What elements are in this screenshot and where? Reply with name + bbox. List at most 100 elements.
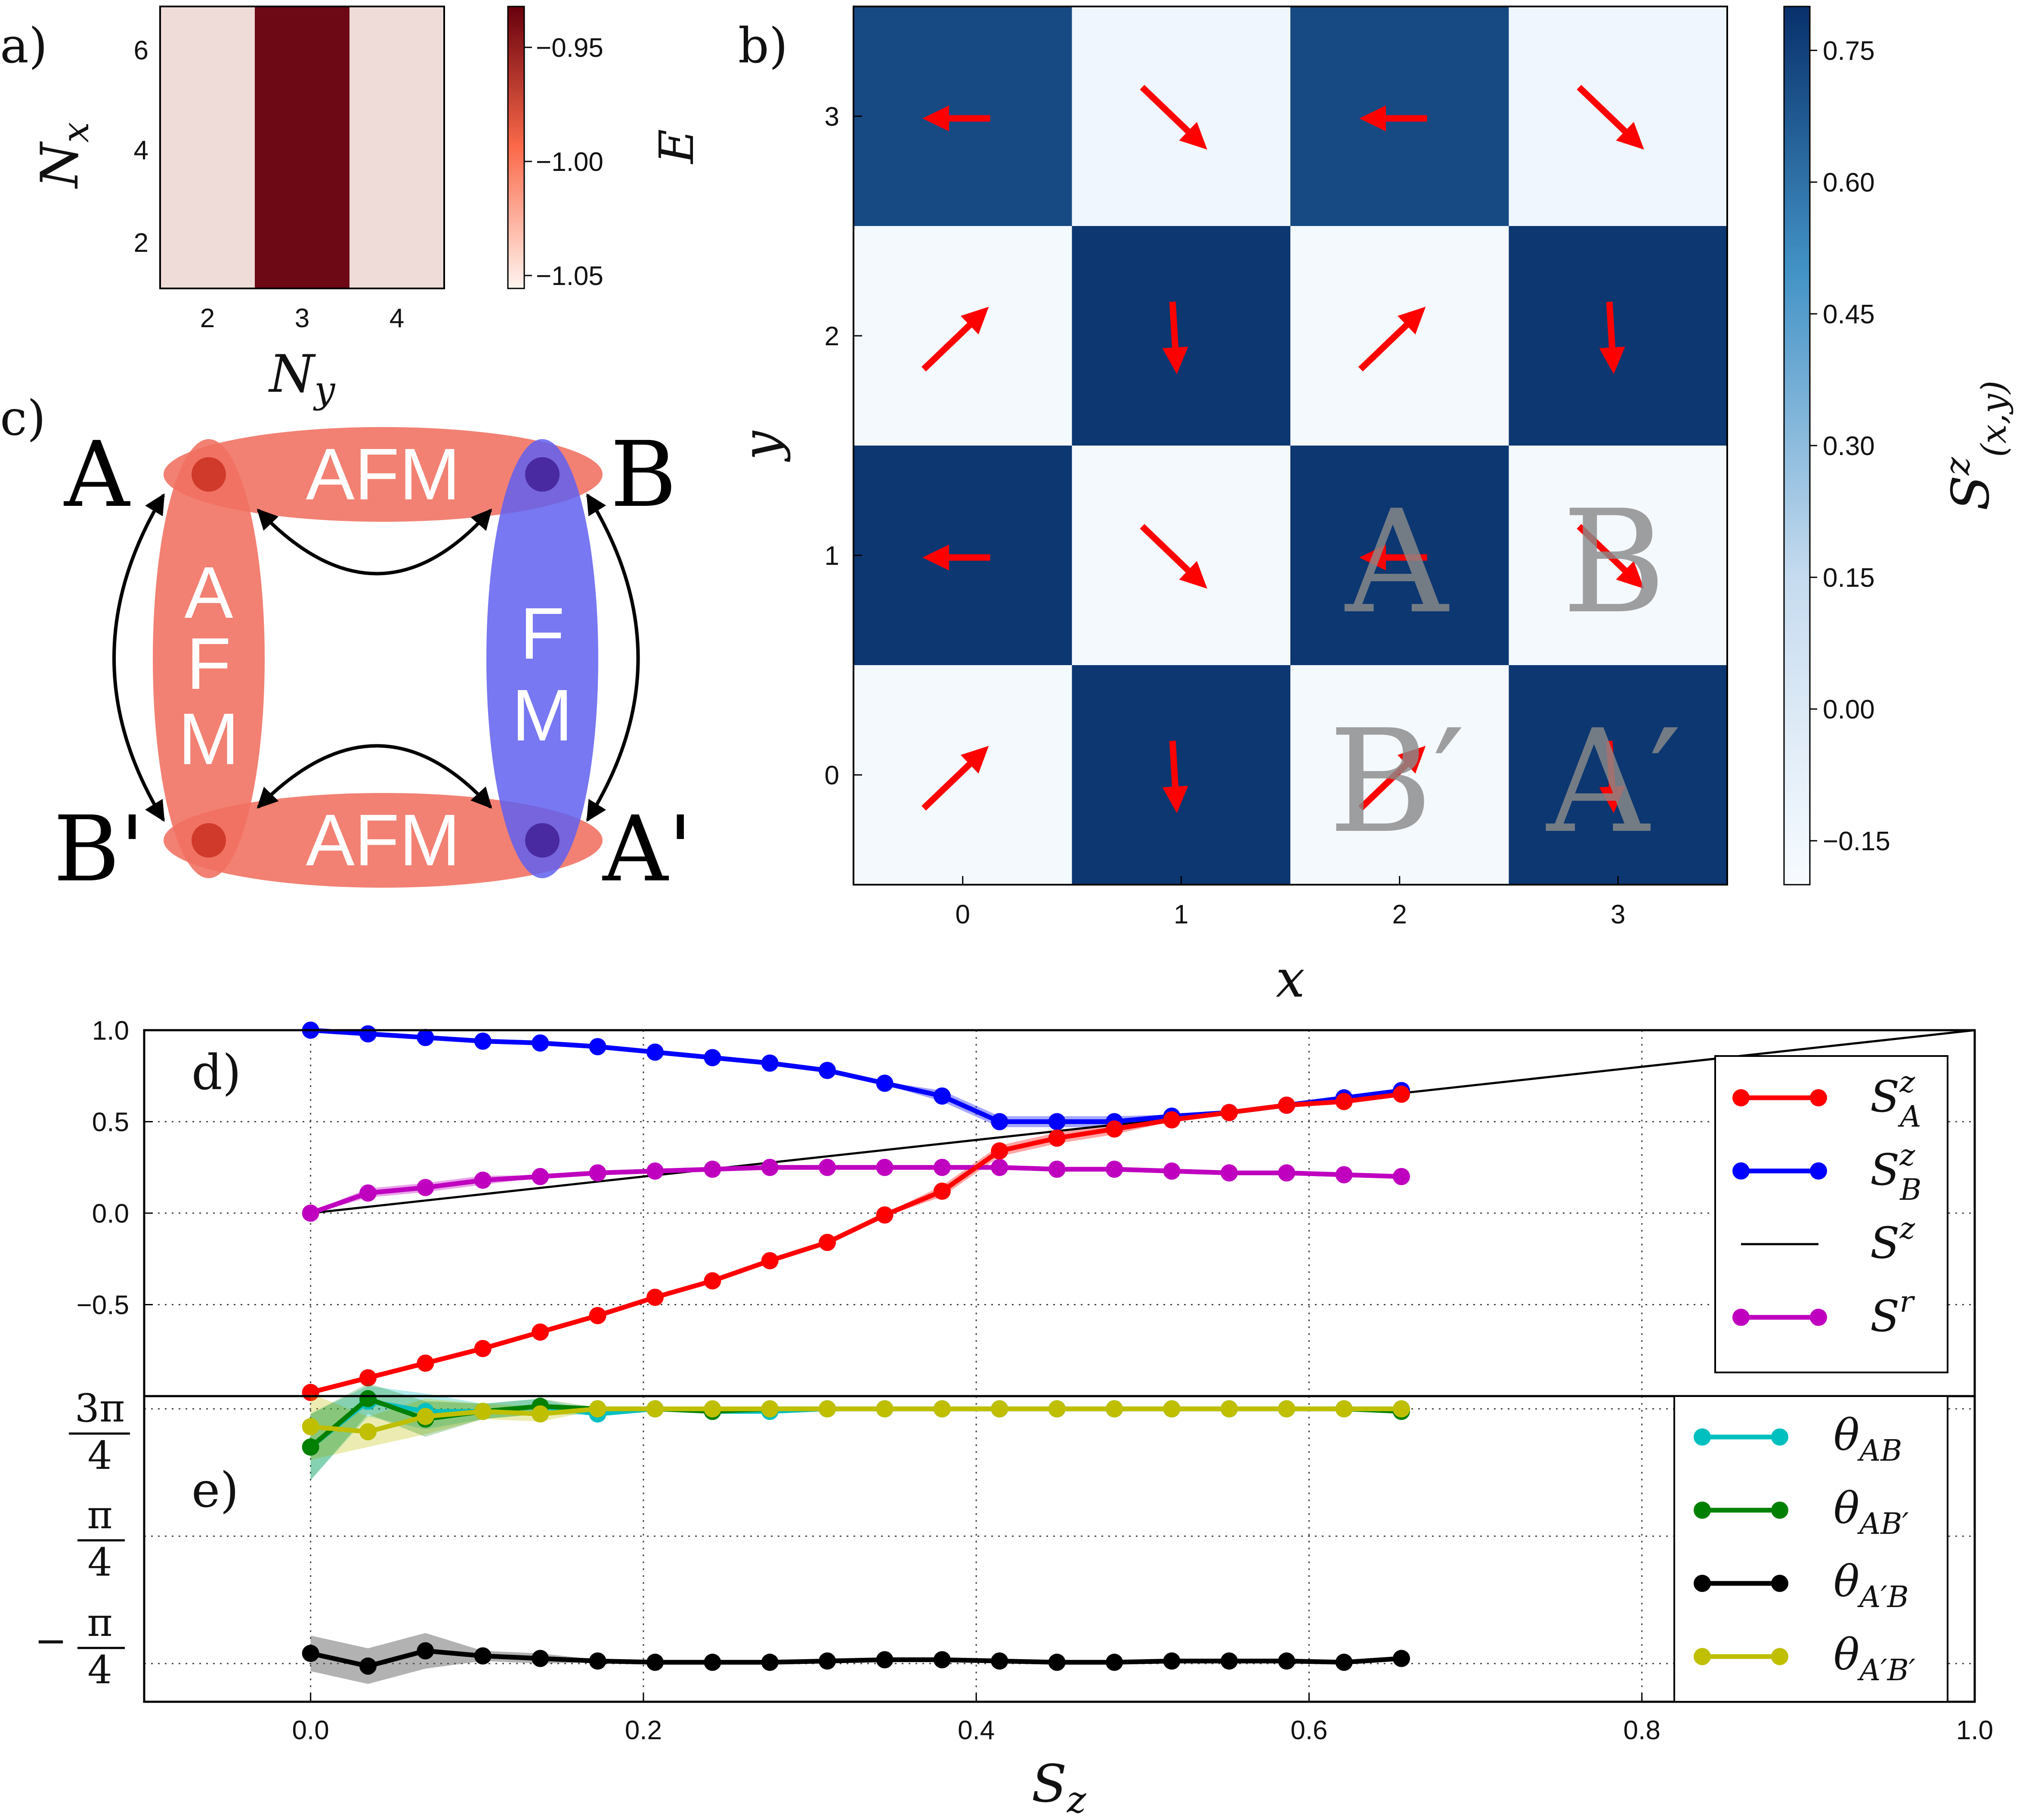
data-point bbox=[302, 1438, 319, 1456]
data-point bbox=[1163, 1162, 1181, 1180]
data-point bbox=[933, 1400, 951, 1418]
data-point bbox=[991, 1158, 1008, 1176]
data-point bbox=[589, 1400, 606, 1418]
site-Bp-dot bbox=[192, 823, 226, 858]
site-label-Bprime: B′ bbox=[1328, 699, 1465, 864]
data-point bbox=[1393, 1085, 1410, 1103]
data-point bbox=[1220, 1652, 1238, 1670]
data-point bbox=[302, 1418, 319, 1435]
spin-arrow bbox=[1358, 307, 1426, 372]
e-xtick: 0.0 bbox=[292, 1716, 329, 1745]
spin-arrow bbox=[1599, 301, 1625, 374]
colorbar-b bbox=[1783, 6, 1811, 886]
b-cbar-tick: 0.60 bbox=[1823, 168, 1875, 198]
svg-text:4: 4 bbox=[87, 1540, 112, 1585]
spin-arrow bbox=[1162, 301, 1188, 374]
data-point bbox=[704, 1400, 721, 1418]
site-name-B: B bbox=[610, 422, 677, 527]
spin-arrow bbox=[1577, 524, 1644, 589]
data-point bbox=[589, 1038, 606, 1056]
data-point bbox=[819, 1158, 836, 1176]
e-legend-box bbox=[1673, 1395, 1948, 1703]
b-ylabel: y bbox=[732, 430, 792, 462]
a-ylabel: Nx bbox=[30, 122, 97, 189]
fm-bond-right bbox=[486, 439, 598, 878]
data-point bbox=[646, 1162, 664, 1180]
a-cbar-tick: −1.00 bbox=[536, 147, 603, 177]
site-label-B: B bbox=[1562, 480, 1667, 645]
data-point bbox=[1163, 1400, 1181, 1418]
site-name-Bp: B' bbox=[53, 796, 145, 902]
data-point bbox=[1106, 1161, 1123, 1178]
series-SzA bbox=[302, 1085, 1410, 1401]
svg-text:π: π bbox=[87, 1600, 112, 1645]
data-point bbox=[589, 1652, 606, 1670]
heatmap-a bbox=[160, 6, 444, 288]
site-label-A: A bbox=[1343, 480, 1450, 645]
data-point bbox=[1335, 1654, 1353, 1671]
data-point bbox=[1163, 1652, 1181, 1670]
data-point bbox=[761, 1400, 779, 1418]
data-point bbox=[417, 1642, 434, 1660]
site-label-Aprime: A′ bbox=[1544, 699, 1681, 864]
b-ytick: 1 bbox=[825, 541, 839, 571]
heatmap-b-cell bbox=[1072, 446, 1291, 666]
data-point bbox=[933, 1651, 951, 1669]
d-grid bbox=[144, 1030, 1975, 1396]
heatmap-b-cell bbox=[1072, 6, 1291, 226]
d-yticks: 1.00.50.0−0.5 bbox=[77, 1016, 153, 1320]
data-point bbox=[474, 1340, 492, 1357]
data-point bbox=[761, 1158, 779, 1176]
bond-label-left-F: F bbox=[186, 623, 231, 705]
data-point bbox=[1335, 1166, 1353, 1183]
data-point bbox=[532, 1405, 549, 1423]
e-xtick: 0.8 bbox=[1623, 1716, 1661, 1745]
panel-label-a: a) bbox=[0, 18, 47, 74]
colorbar-a bbox=[507, 6, 525, 289]
site-names: A B B' A' bbox=[53, 422, 693, 902]
heatmap-b bbox=[853, 6, 1728, 885]
data-point bbox=[359, 1390, 377, 1407]
a-cbar-tick: −1.05 bbox=[536, 261, 603, 291]
e-xlabel: Sz bbox=[1031, 1754, 1086, 1818]
data-point bbox=[1048, 1654, 1066, 1671]
a-ytick: 2 bbox=[134, 228, 148, 258]
d-ytick: 0.5 bbox=[92, 1108, 129, 1137]
a-cbar-label: E bbox=[649, 129, 704, 164]
data-point bbox=[933, 1158, 951, 1176]
data-point bbox=[991, 1400, 1008, 1418]
data-point bbox=[1106, 1400, 1123, 1418]
data-point bbox=[991, 1142, 1008, 1160]
e-ytick-3pi4: 3π 4 bbox=[69, 1386, 130, 1478]
panel-label-c: c) bbox=[0, 390, 46, 446]
svg-text:−: − bbox=[34, 1618, 67, 1663]
data-point bbox=[1048, 1113, 1066, 1130]
panel-label-e: e) bbox=[192, 1462, 239, 1518]
data-point bbox=[876, 1400, 894, 1418]
e-xtick: 1.0 bbox=[1956, 1716, 1993, 1745]
series-thetaApB bbox=[302, 1642, 1410, 1675]
e-xtick: 0.6 bbox=[1290, 1716, 1327, 1745]
e-yticks: 3π 4 π 4 − π 4 bbox=[34, 1386, 130, 1693]
data-point bbox=[646, 1044, 664, 1061]
diagram-arrows bbox=[112, 493, 640, 822]
data-point bbox=[1106, 1120, 1123, 1138]
spin-arrow bbox=[1358, 746, 1426, 811]
data-point bbox=[417, 1029, 434, 1046]
a-ytick: 6 bbox=[134, 36, 148, 65]
b-cbar-tick: −0.15 bbox=[1823, 827, 1890, 856]
svg-text:θAB′: θAB′ bbox=[1834, 1483, 1909, 1541]
bond-label-left-A: A bbox=[184, 552, 233, 634]
series-thetaApBp bbox=[302, 1400, 1410, 1440]
b-ytick: 3 bbox=[825, 102, 839, 132]
bond-label-F: F bbox=[520, 593, 565, 675]
colorbar-b-ticks: 0.750.600.450.300.150.00−0.15 bbox=[1810, 36, 1890, 856]
spin-arrow bbox=[922, 105, 990, 131]
data-point bbox=[876, 1158, 894, 1176]
heatmap-b-cell bbox=[1509, 226, 1728, 446]
heatmap-b-cell bbox=[1509, 665, 1728, 885]
data-point bbox=[646, 1288, 664, 1306]
